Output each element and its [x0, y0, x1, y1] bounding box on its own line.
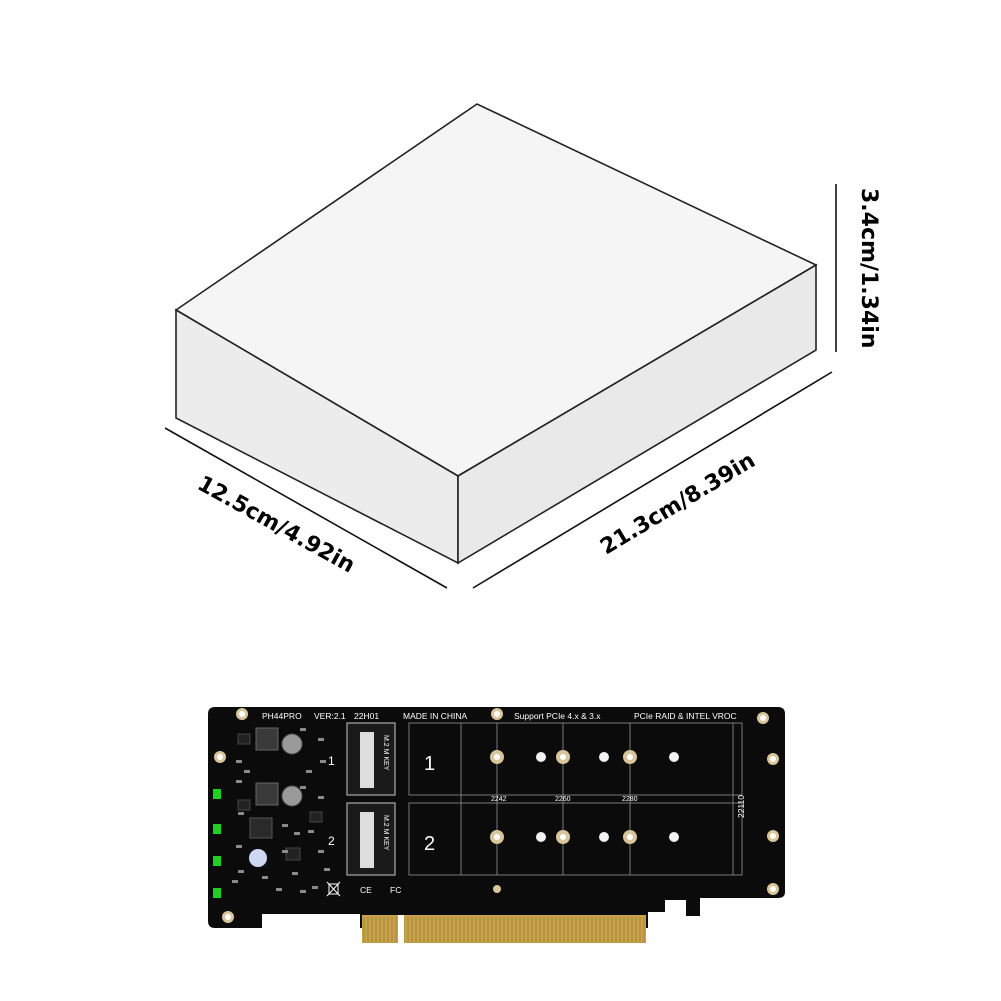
smd-part — [324, 868, 330, 871]
smd-part — [300, 728, 306, 731]
standoff-hole — [627, 834, 633, 840]
key-label: M.2 M KEY — [382, 815, 389, 851]
card-raid: PCIe RAID & INTEL VROC — [634, 711, 737, 721]
smd-part — [238, 812, 244, 815]
standoff — [599, 832, 609, 842]
smd-part — [318, 738, 324, 741]
key-label: M.2 M KEY — [382, 735, 389, 771]
depth-dimension-line — [164, 427, 448, 589]
smd-part — [232, 880, 238, 883]
chip — [237, 733, 251, 745]
standoff-hole — [627, 754, 633, 760]
smd-part — [236, 845, 242, 848]
length-2260: 2260 — [555, 796, 571, 803]
smd-part — [300, 890, 306, 893]
slot2-number: 2 — [424, 833, 435, 855]
length-22110: 22110 — [736, 795, 746, 818]
card-version: VER:2.1 — [314, 711, 346, 721]
card-origin: MADE IN CHINA — [403, 711, 468, 721]
standoff — [536, 752, 546, 762]
standoff-hole — [560, 754, 566, 760]
smd-part — [236, 760, 242, 763]
standoff — [536, 832, 546, 842]
slot1-number: 1 — [424, 753, 435, 775]
status-led — [213, 888, 221, 898]
smd-components — [232, 728, 330, 893]
box-side-face — [457, 263, 817, 565]
standoff-hole — [494, 754, 500, 760]
connector-slot — [360, 812, 374, 868]
capacitor — [281, 785, 303, 807]
smd-part — [236, 780, 242, 783]
smd-part — [276, 888, 282, 891]
standoff-hole — [494, 834, 500, 840]
length-2242: 2242 — [491, 796, 507, 803]
smd-part — [282, 850, 288, 853]
slot2-side-number: 2 — [328, 834, 335, 848]
standoff — [669, 752, 679, 762]
mount-hole — [239, 711, 245, 717]
status-led — [213, 824, 221, 834]
finger-dividers — [363, 917, 645, 943]
card-model: PH44PRO — [262, 711, 302, 721]
finger-notch — [398, 915, 404, 943]
smd-part — [282, 824, 288, 827]
fc-mark: FC — [390, 885, 401, 895]
controller-chip — [249, 817, 273, 839]
mount-hole — [770, 756, 776, 762]
mount-hole — [493, 885, 501, 893]
smd-part — [318, 850, 324, 853]
chip — [309, 811, 323, 823]
mount-hole — [494, 711, 500, 717]
smd-part — [320, 760, 326, 763]
mount-hole — [760, 715, 766, 721]
inductor — [255, 727, 279, 751]
smd-part — [312, 886, 318, 889]
length-2280: 2280 — [622, 796, 638, 803]
connector-slot — [360, 732, 374, 788]
chip — [237, 799, 251, 811]
smd-part — [238, 870, 244, 873]
smd-part — [306, 770, 312, 773]
slot1-side-number: 1 — [328, 754, 335, 768]
status-led — [213, 856, 221, 866]
standoff — [599, 752, 609, 762]
width-dimension-line — [472, 371, 833, 589]
standoff — [669, 832, 679, 842]
screw-standoffs — [490, 750, 679, 844]
smd-part — [262, 876, 268, 879]
smd-part — [292, 872, 298, 875]
sticker-badge — [249, 849, 267, 867]
chip — [285, 847, 301, 861]
weee-bin-icon — [326, 881, 341, 897]
inductor — [255, 782, 279, 806]
mount-hole — [770, 886, 776, 892]
standoff-hole — [560, 834, 566, 840]
height-label: 3.4cm/1.34in — [856, 188, 881, 348]
ssd-bay-1 — [408, 722, 743, 796]
package-box — [174, 103, 818, 565]
card-batch: 22H01 — [354, 711, 379, 721]
ce-mark: CE — [360, 885, 372, 895]
smd-part — [294, 832, 300, 835]
ssd-bay-2 — [408, 802, 743, 876]
status-led — [213, 789, 221, 799]
capacitor — [281, 733, 303, 755]
smd-part — [300, 786, 306, 789]
nvme-adapter-card: PH44PRO VER:2.1 22H01 MADE IN CHINA Supp… — [208, 707, 785, 943]
smd-part — [308, 830, 314, 833]
mount-hole — [770, 833, 776, 839]
smd-part — [244, 770, 250, 773]
mount-hole — [225, 914, 231, 920]
mount-hole — [217, 754, 223, 760]
smd-part — [318, 796, 324, 799]
card-support: Support PCIe 4.x & 3.x — [514, 711, 601, 721]
